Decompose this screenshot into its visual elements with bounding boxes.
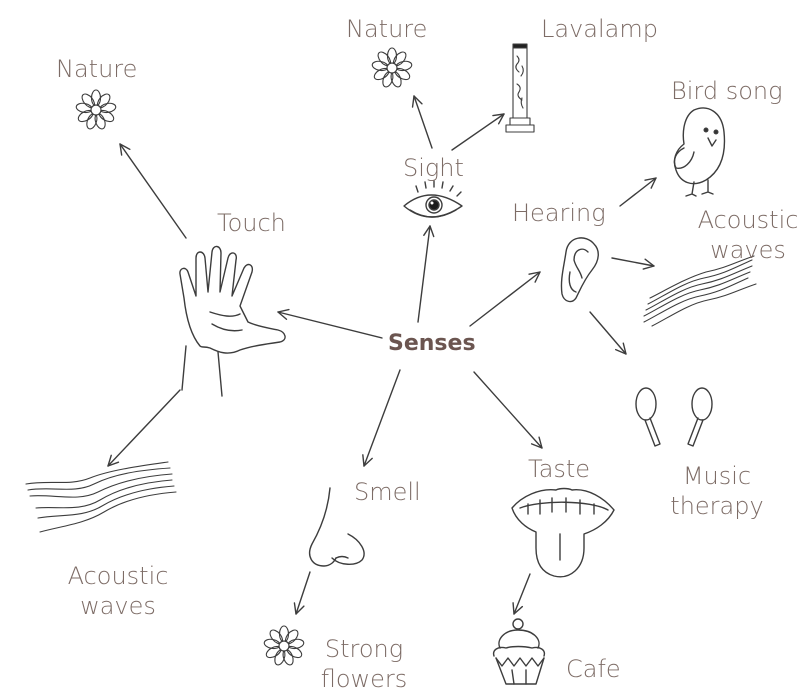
leaf-hearing-waves-line-2: waves [690,235,806,265]
arrow-hearing-to-music [590,312,626,354]
ear-icon [561,238,598,302]
maracas-icon [636,388,712,446]
mouth-icon [512,489,614,577]
arrow-touch-to-waves [108,390,180,466]
bird-icon [674,108,724,196]
leaf-hearing-music-line-1: Music [660,461,774,491]
node-taste: Taste [528,454,590,484]
leaf-smell-flowers-line-1: Strong [312,634,416,664]
leaf-hearing-acoustic-waves: Acoustic waves [690,205,806,265]
arrow-hearing-to-bird [620,178,656,206]
arrow-sight-to-nature [414,96,432,148]
arrow-senses-to-touch [278,312,382,338]
arrow-smell-to-flowers [296,572,310,614]
leaf-taste-cafe: Cafe [566,654,621,684]
flower-icon [76,90,117,130]
arrow-senses-to-hearing [470,272,540,326]
node-smell: Smell [354,477,421,507]
node-sight: Sight [403,153,464,183]
arrow-touch-to-nature [120,144,186,238]
leaf-hearing-bird-song: Bird song [671,76,783,106]
leaf-touch-nature: Nature [56,54,137,84]
leaf-touch-acoustic-waves: Acoustic waves [58,561,178,621]
node-touch: Touch [217,208,286,238]
sound-waves-icon [644,256,756,326]
eye-icon [404,181,462,217]
leaf-hearing-music-line-2: therapy [660,491,774,521]
flower-icon [372,48,413,88]
leaf-sight-nature: Nature [346,14,427,44]
leaf-smell-flowers-line-2: flowers [312,664,416,694]
leaf-hearing-waves-line-1: Acoustic [690,205,806,235]
arrow-senses-to-taste [474,372,542,448]
arrow-taste-to-cafe [514,574,530,614]
leaf-smell-strong-flowers: Strong flowers [312,634,416,694]
flower-icon [264,626,305,666]
leaf-hearing-music-therapy: Music therapy [660,461,774,521]
arrow-sight-to-lavalamp [452,114,504,150]
center-node-senses: Senses [388,331,476,356]
arrow-senses-to-sight [418,226,430,322]
leaf-touch-waves-line-1: Acoustic [58,561,178,591]
node-hearing: Hearing [512,198,606,228]
cupcake-icon [494,619,545,684]
leaf-sight-lavalamp: Lavalamp [541,14,658,44]
hand-icon [180,246,285,396]
leaf-touch-waves-line-2: waves [58,591,178,621]
sound-waves-icon [26,462,176,532]
arrows [108,96,656,614]
lava-lamp-icon [506,44,534,132]
arrow-senses-to-smell [364,370,400,466]
arrow-hearing-to-waves [612,258,654,266]
